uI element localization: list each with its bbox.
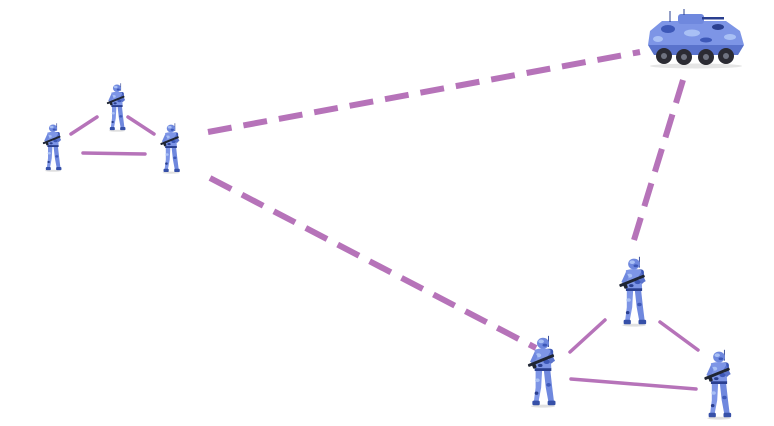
link-squad-b-soldier-left-to-squad-b-soldier-right [569,377,698,391]
squad-b-soldier-right-soldier-icon [703,349,732,420]
squad-a-soldier-right-soldier-icon [159,122,181,174]
link-squad-b-soldier-top-to-squad-b-soldier-left [568,318,607,354]
armored-vehicle-armored-vehicle-icon [647,8,745,70]
squad-a-soldier-top-soldier-icon [106,82,126,132]
squad-a-soldier-left-soldier-icon [42,122,62,172]
nodes-layer [42,8,745,420]
link-squad-a-soldier-top-to-squad-a-soldier-left [69,115,99,136]
link-armored-vehicle-to-squad-b-soldier-top [631,79,686,241]
link-squad-a-soldier-top-to-squad-a-soldier-right [126,115,156,136]
link-squad-a-soldier-right-to-squad-b-soldier-left [208,175,538,351]
link-squad-a-soldier-left-to-squad-a-soldier-right [81,151,147,156]
link-squad-a-soldier-right-to-armored-vehicle [207,49,641,135]
squad-b-soldier-top-soldier-icon [618,256,647,327]
links-layer [69,49,700,391]
link-squad-b-soldier-top-to-squad-b-soldier-right [658,320,700,352]
